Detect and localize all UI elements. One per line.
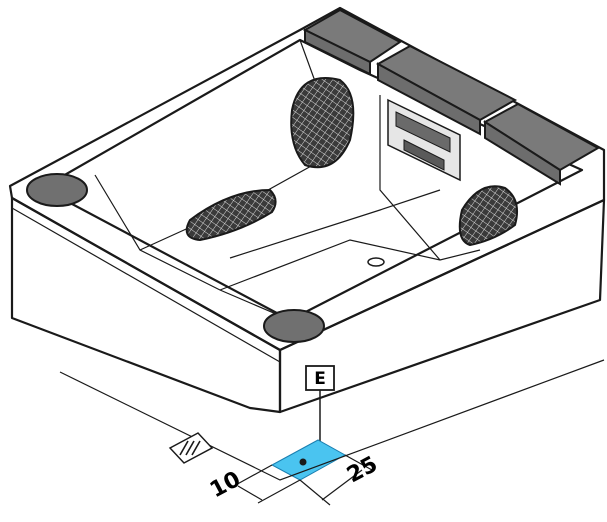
corner-caps [26, 173, 325, 343]
tub-left-face [10, 196, 282, 414]
reference-point [299, 458, 307, 466]
drain-icon [367, 257, 385, 267]
cover-3-side [484, 120, 561, 186]
control-panel [387, 98, 461, 182]
basin-divider [379, 95, 441, 261]
floor-line [59, 359, 605, 481]
corner-cap-left [26, 173, 88, 207]
basin-step [229, 189, 441, 259]
pillow-left [290, 77, 355, 169]
corner-cap-front [263, 309, 325, 343]
pillow-bottom [185, 188, 277, 242]
basin-wall-left [94, 174, 291, 321]
dimension-10: 10 [206, 467, 245, 503]
rim-edge-line [11, 207, 281, 363]
basin-floor [219, 239, 481, 291]
pillow-right [458, 185, 518, 247]
headrest-covers [302, 8, 601, 186]
marker-e-label: E [314, 369, 326, 389]
floor-symbol-icon [168, 432, 214, 464]
cover-1-side [304, 28, 371, 76]
cover-2-side [377, 62, 481, 136]
